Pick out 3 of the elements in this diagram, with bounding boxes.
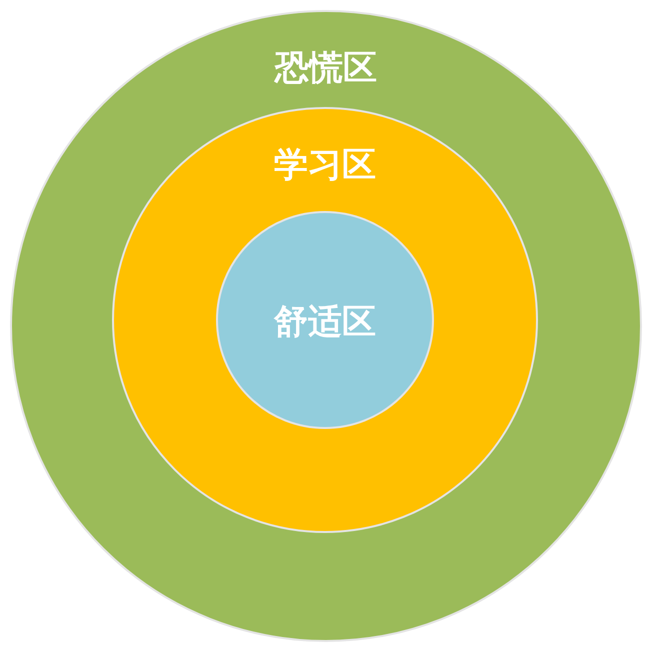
zone-label: 学习区 [274,145,376,185]
zone-label: 恐慌区 [275,48,377,88]
zone-label: 舒适区 [274,302,376,342]
